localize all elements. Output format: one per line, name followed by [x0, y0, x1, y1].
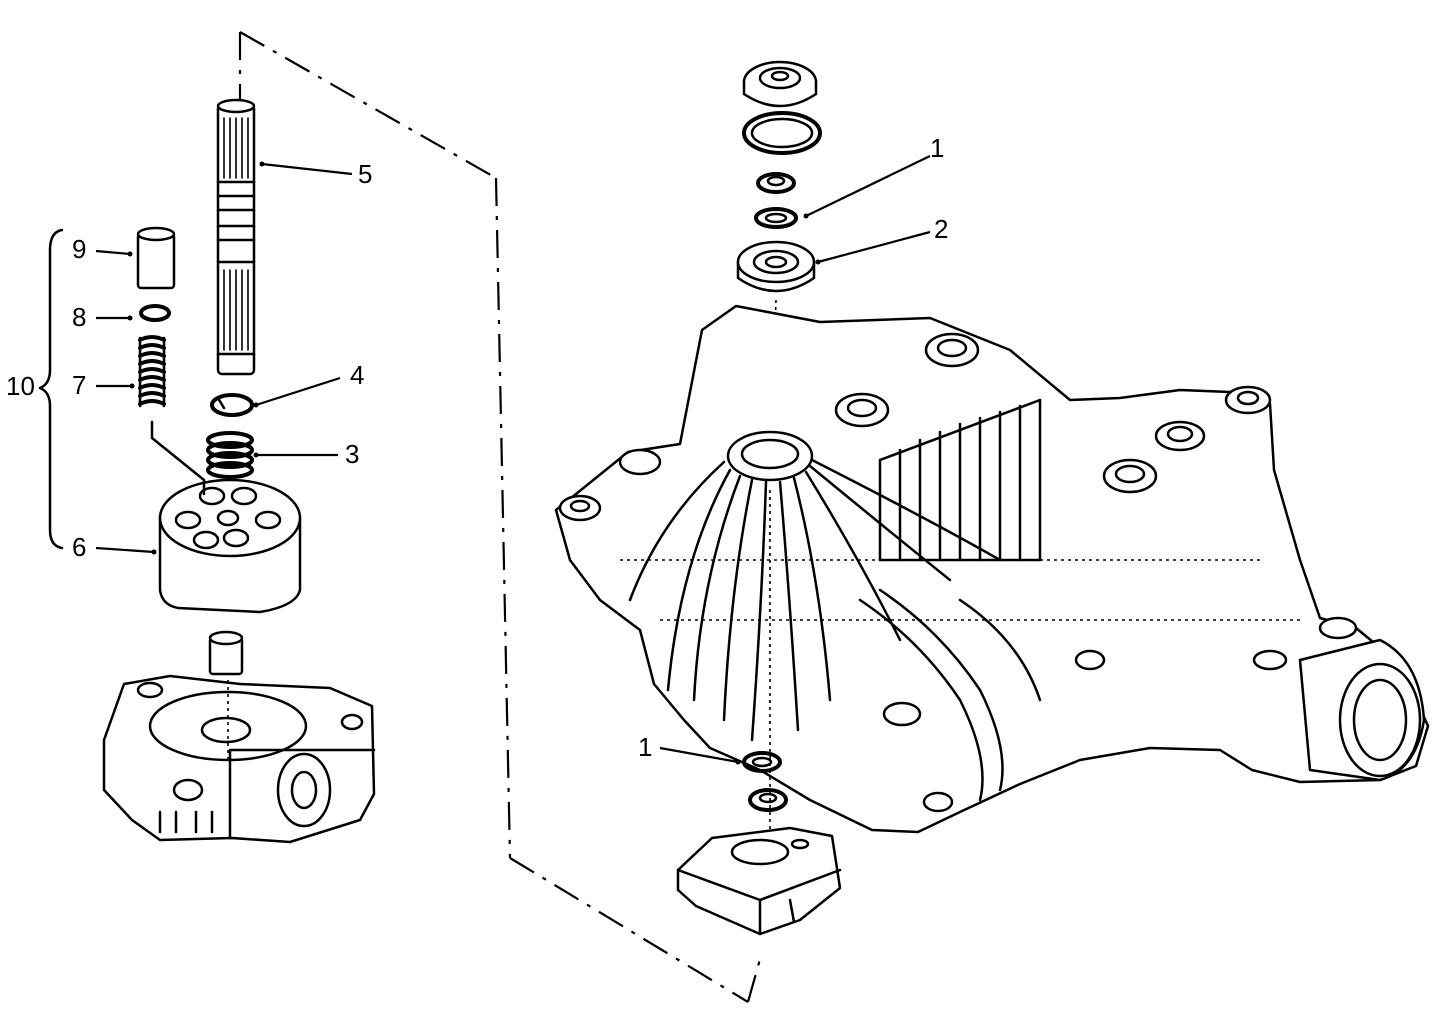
assembly-boundary-line — [238, 31, 764, 1003]
group-brace — [38, 228, 64, 550]
drive-shaft — [216, 98, 256, 376]
label-3: 3 — [345, 439, 359, 469]
label-4: 4 — [350, 360, 364, 390]
lower-o-ring — [742, 751, 782, 773]
center-section-plate — [676, 826, 842, 936]
retaining-ring — [210, 393, 254, 417]
cylinder-block — [158, 478, 302, 614]
motor-housing — [102, 674, 376, 844]
label-8: 8 — [72, 302, 86, 332]
lower-seal — [748, 788, 788, 812]
bushing — [208, 630, 244, 676]
ball-bearing — [736, 240, 816, 293]
label-5: 5 — [358, 159, 372, 189]
leader-lines — [95, 155, 931, 765]
label-1-top: 1 — [930, 133, 944, 163]
label-1-bottom: 1 — [638, 732, 652, 762]
label-2: 2 — [934, 214, 948, 244]
upper-bearing-cap — [742, 60, 818, 108]
label-10: 10 — [6, 371, 35, 401]
snap-ring — [742, 111, 822, 155]
thrust-washer — [139, 304, 171, 322]
compression-spring — [206, 431, 254, 479]
spring-to-block-line — [150, 420, 206, 496]
piston — [136, 226, 176, 290]
upper-o-ring — [754, 207, 798, 229]
piston-spring — [138, 335, 166, 408]
label-7: 7 — [72, 370, 86, 400]
transaxle-housing — [554, 304, 1430, 834]
label-6: 6 — [72, 532, 86, 562]
upper-seal — [756, 172, 796, 194]
label-9: 9 — [72, 234, 86, 264]
